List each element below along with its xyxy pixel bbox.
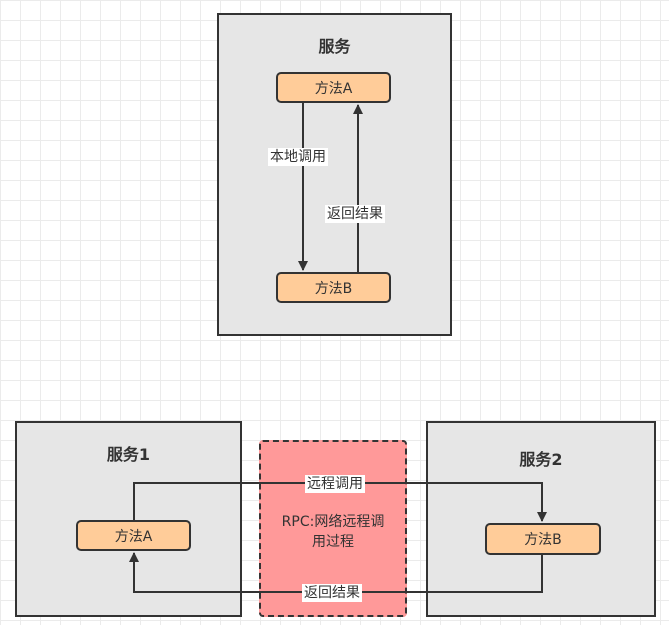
local-return-label: 返回结果	[325, 205, 385, 223]
remote-return-label: 返回结果	[302, 584, 362, 602]
local-call-label: 本地调用	[268, 148, 328, 166]
service1-method-a: 方法A	[76, 520, 191, 551]
service-title: 服务	[318, 37, 351, 56]
rpc-text-line2: 用过程	[312, 534, 354, 550]
top-method-b: 方法B	[276, 272, 391, 303]
service2-method-b: 方法B	[485, 523, 601, 555]
service1-title: 服务1	[106, 445, 151, 464]
service2-title: 服务2	[519, 450, 563, 469]
service1-box: 服务1	[15, 421, 242, 617]
remote-call-label: 远程调用	[305, 475, 365, 493]
rpc-text-line1: RPC:网络远程调	[281, 514, 385, 530]
top-method-a: 方法A	[276, 72, 391, 103]
